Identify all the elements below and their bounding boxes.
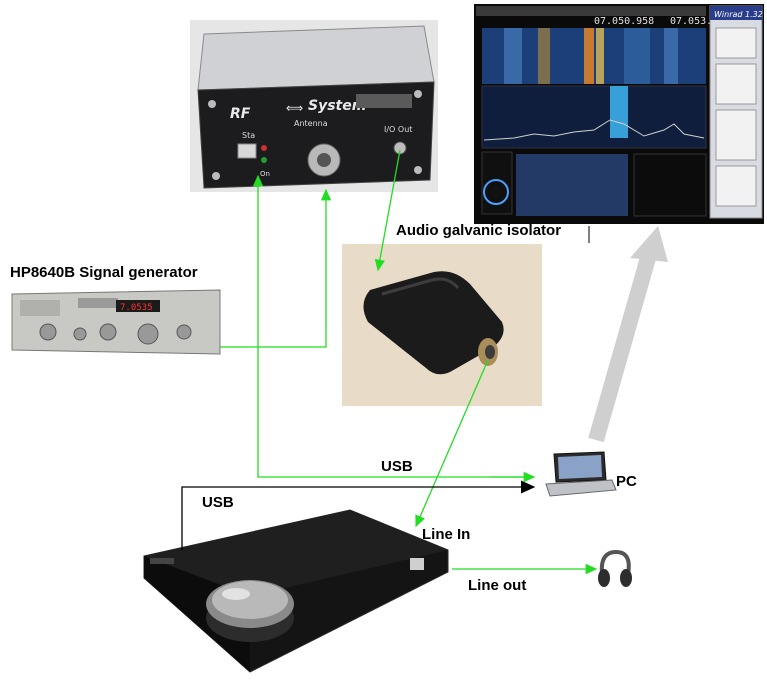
label-usb-left: USB <box>202 494 234 511</box>
tuning-dial-icon <box>483 179 509 205</box>
winrad-freq-b: 07.053.528 <box>670 16 730 27</box>
spectrum-panel <box>481 85 707 149</box>
sound-card-graphic <box>143 509 449 673</box>
antenna-label: Antenna <box>294 119 328 128</box>
wire-isolator-to-line-in <box>415 359 489 528</box>
label-pc: PC <box>616 473 637 490</box>
winrad-software-screenshot: 07.050.958 07.053.528 Winrad 1.32 <box>474 4 764 224</box>
on-label: On <box>260 170 270 178</box>
label-line-in: Line In <box>422 526 471 543</box>
sta-label: Sta <box>242 131 255 140</box>
pc-laptop <box>540 450 618 500</box>
rf-system-receiver: RF ⟺ System Antenna I/O Out Sta On <box>190 20 438 192</box>
label-audio-galvanic-isolator: Audio galvanic isolator <box>396 222 562 239</box>
io-out-label: I/O Out <box>384 125 412 134</box>
status-led-green <box>261 157 267 163</box>
label-hp8640b-signal-generator: HP8640B Signal generator <box>10 264 198 281</box>
wire-receiver-usb-to-pc <box>252 174 534 478</box>
zoom-waterfall-panel <box>516 154 628 216</box>
frequency-readout: 7.0535 <box>120 303 153 313</box>
usb-sound-card <box>130 500 470 686</box>
hp8640b-signal-generator: 7.0535 <box>8 288 226 358</box>
wire-generator-to-antenna <box>220 188 332 348</box>
status-led-red <box>261 145 267 151</box>
rf-brand-text-2: System <box>308 98 366 114</box>
winrad-freq-a: 07.050.958 <box>594 16 654 27</box>
rf-system-receiver-graphic: RF ⟺ System Antenna I/O Out Sta On <box>190 20 438 192</box>
winrad-title: Winrad 1.32 <box>714 10 763 19</box>
laptop-icon <box>545 451 617 497</box>
rf-brand-text: RF <box>230 106 251 122</box>
usb-port <box>237 143 257 159</box>
wire-soundcard-usb-to-pc <box>181 480 536 550</box>
io-out-jack <box>393 141 407 155</box>
signal-generator-graphic: 7.0535 <box>8 288 226 358</box>
rf-serial-plate <box>356 94 412 108</box>
sound-card-logo <box>410 558 424 570</box>
pc-to-display-arrow <box>588 226 668 443</box>
frequency-display <box>116 300 160 312</box>
headphones <box>596 548 634 592</box>
winrad-graphic: 07.050.958 07.053.528 Winrad 1.32 <box>474 4 764 224</box>
wire-io-out-to-isolator <box>374 149 401 272</box>
rf-arrows: ⟺ <box>286 101 303 115</box>
label-line-out: Line out <box>468 577 527 594</box>
label-usb-top: USB <box>381 458 413 475</box>
headphones-icon <box>598 549 632 587</box>
